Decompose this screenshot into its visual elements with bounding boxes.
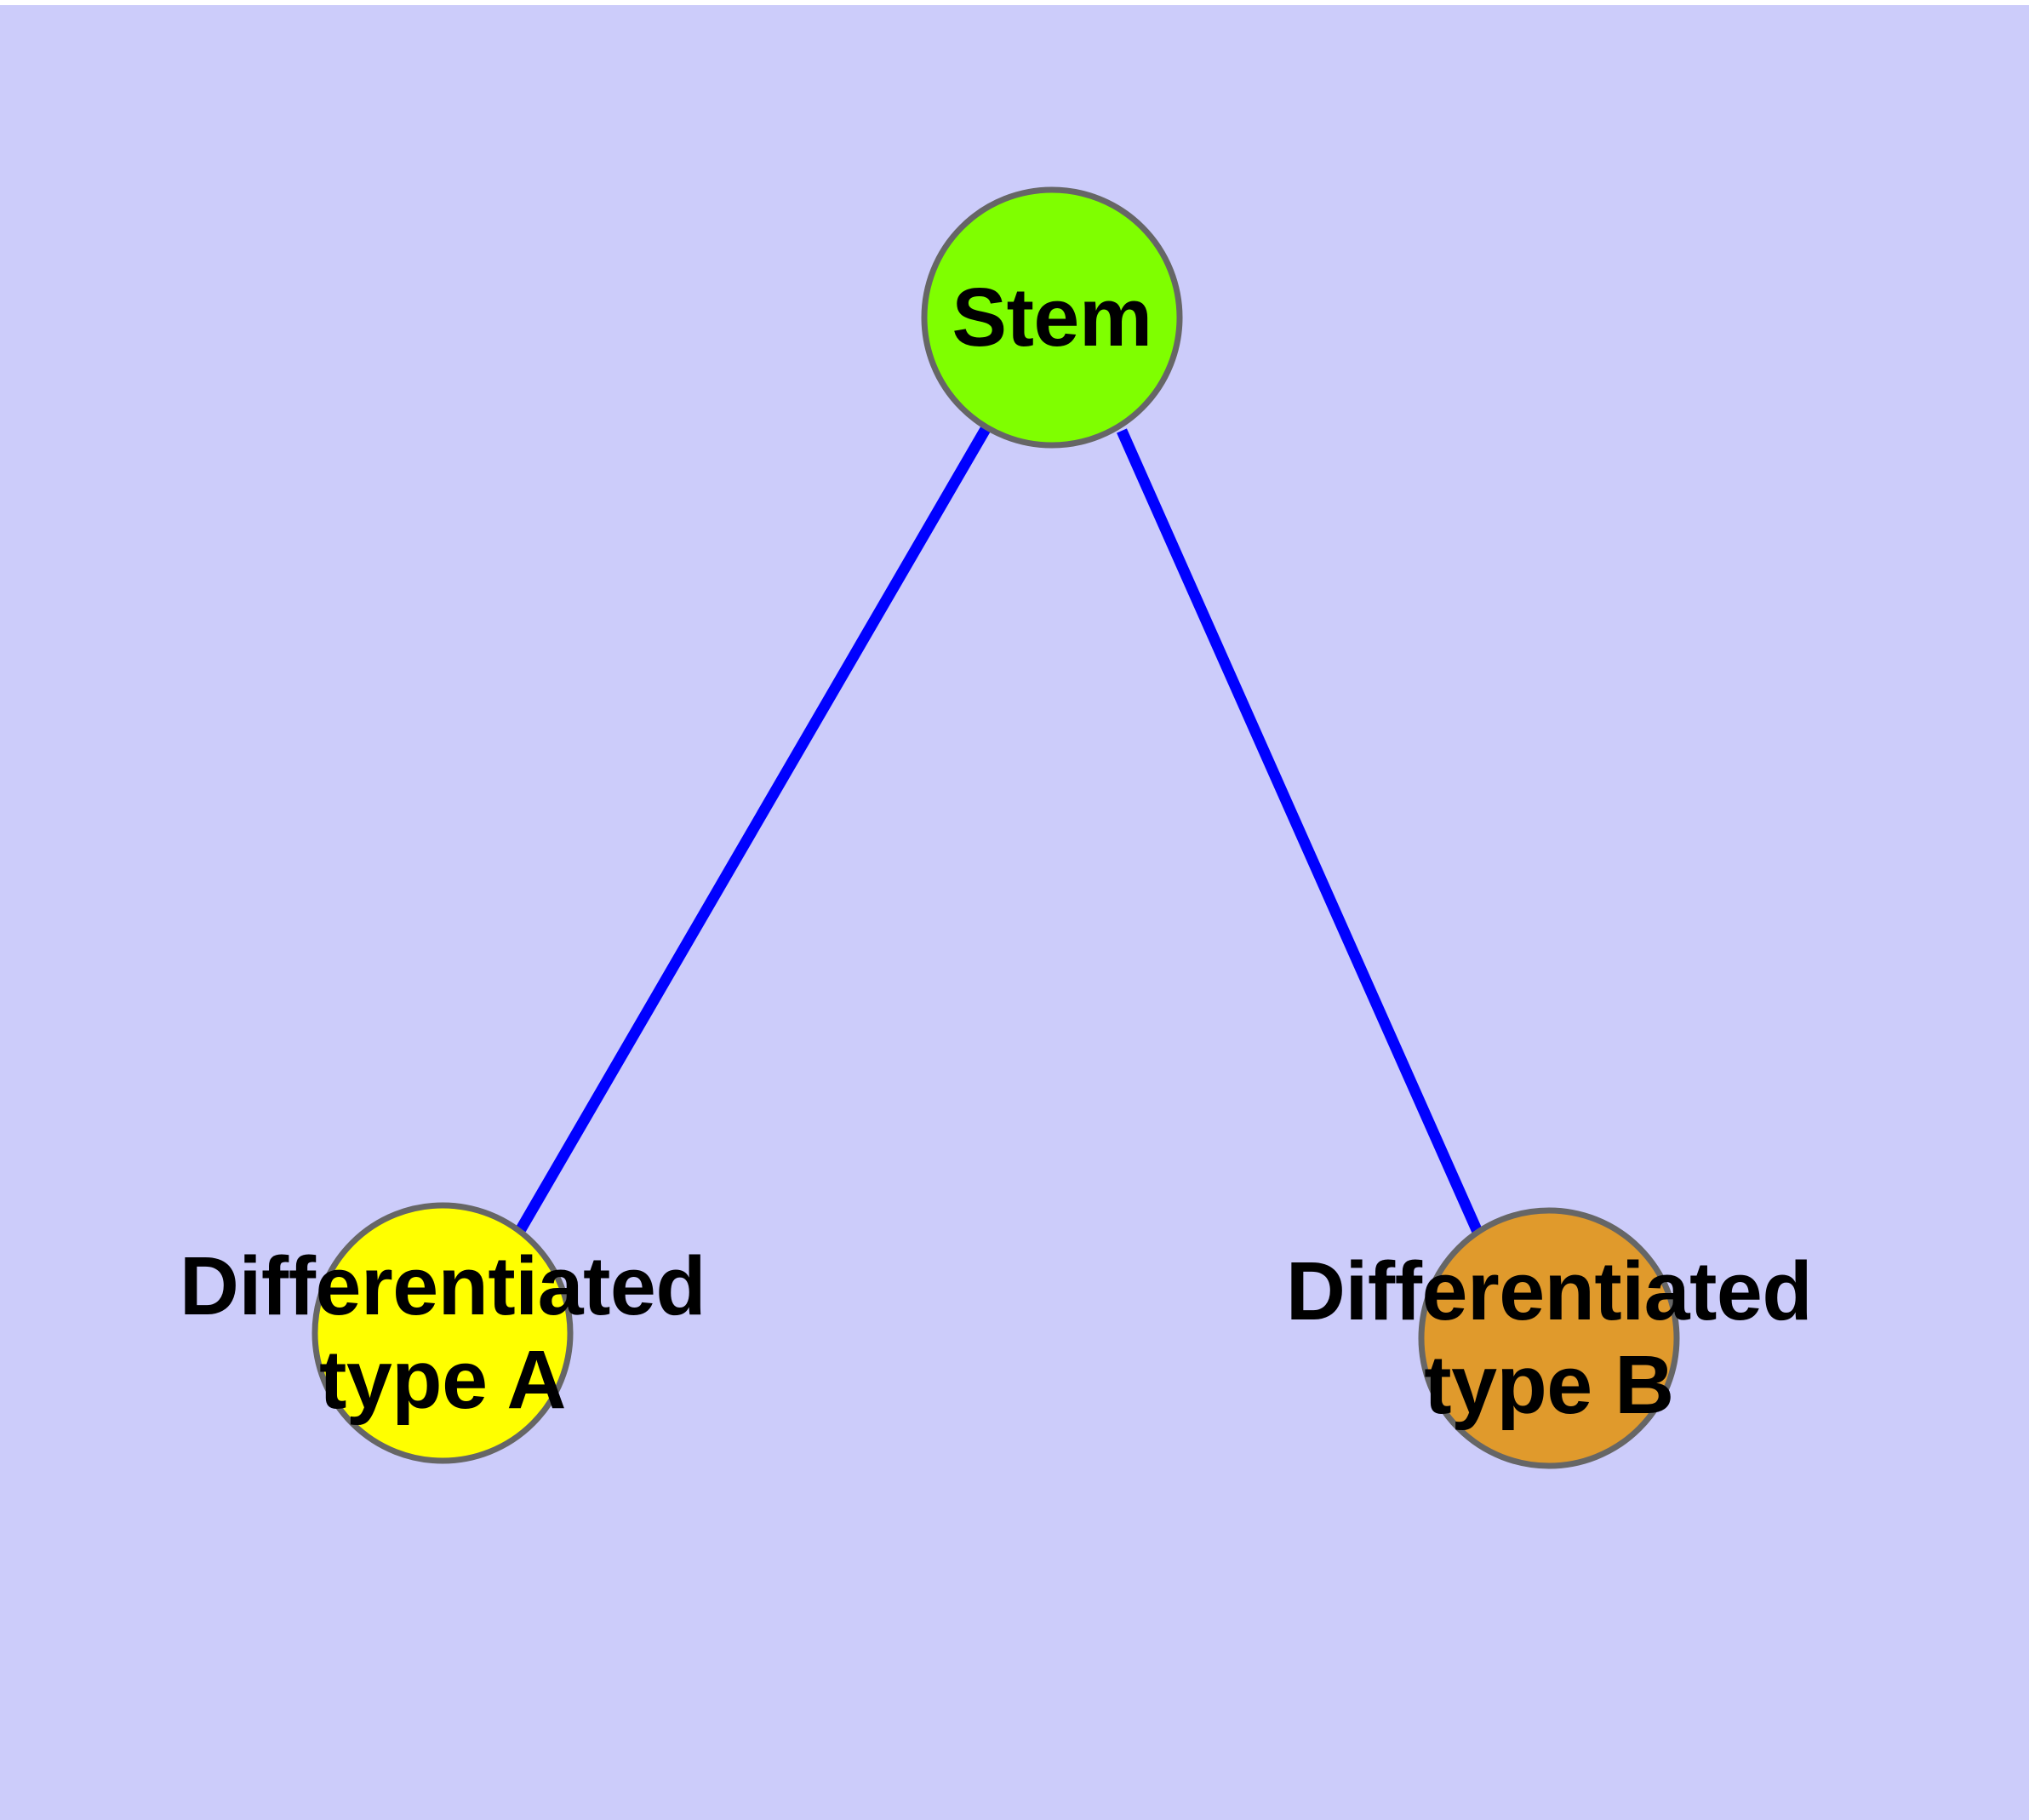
edge-stem-to-diff-b[interactable] xyxy=(1117,428,1483,1234)
node-stem-circle[interactable] xyxy=(921,186,1183,449)
node-layer xyxy=(311,186,1680,1469)
edge-stem-to-diff-a[interactable] xyxy=(516,426,991,1233)
edge-layer xyxy=(516,426,1483,1234)
node-diff-a-circle[interactable] xyxy=(311,1202,574,1464)
node-diff-b-circle[interactable] xyxy=(1418,1207,1680,1469)
